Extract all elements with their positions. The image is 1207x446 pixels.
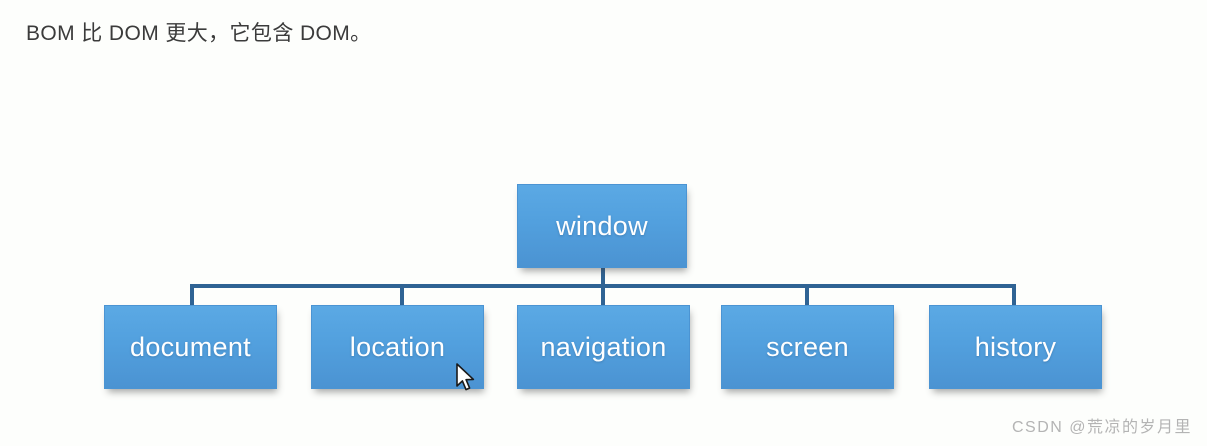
- node-history-label: history: [974, 331, 1057, 362]
- node-window[interactable]: window: [517, 184, 687, 268]
- node-navigation[interactable]: navigation: [517, 305, 690, 389]
- node-document-label: document: [130, 331, 251, 362]
- connector-stem-document: [190, 286, 194, 307]
- node-navigation-label: navigation: [540, 331, 667, 362]
- node-document[interactable]: document: [104, 305, 277, 389]
- node-location[interactable]: location: [311, 305, 484, 389]
- node-screen[interactable]: screen: [721, 305, 894, 389]
- connector-root-vertical: [601, 266, 605, 286]
- node-history[interactable]: history: [929, 305, 1102, 389]
- connector-stem-history: [1012, 286, 1016, 307]
- page-title: BOM 比 DOM 更大，它包含 DOM。: [26, 22, 372, 45]
- node-location-label: location: [349, 331, 446, 362]
- connector-stem-navigation: [601, 286, 605, 307]
- node-window-label: window: [556, 210, 648, 241]
- connector-stem-location: [400, 286, 404, 307]
- node-screen-label: screen: [766, 331, 849, 362]
- csdn-watermark: CSDN @荒凉的岁月里: [1011, 419, 1192, 436]
- connector-stem-screen: [805, 286, 809, 307]
